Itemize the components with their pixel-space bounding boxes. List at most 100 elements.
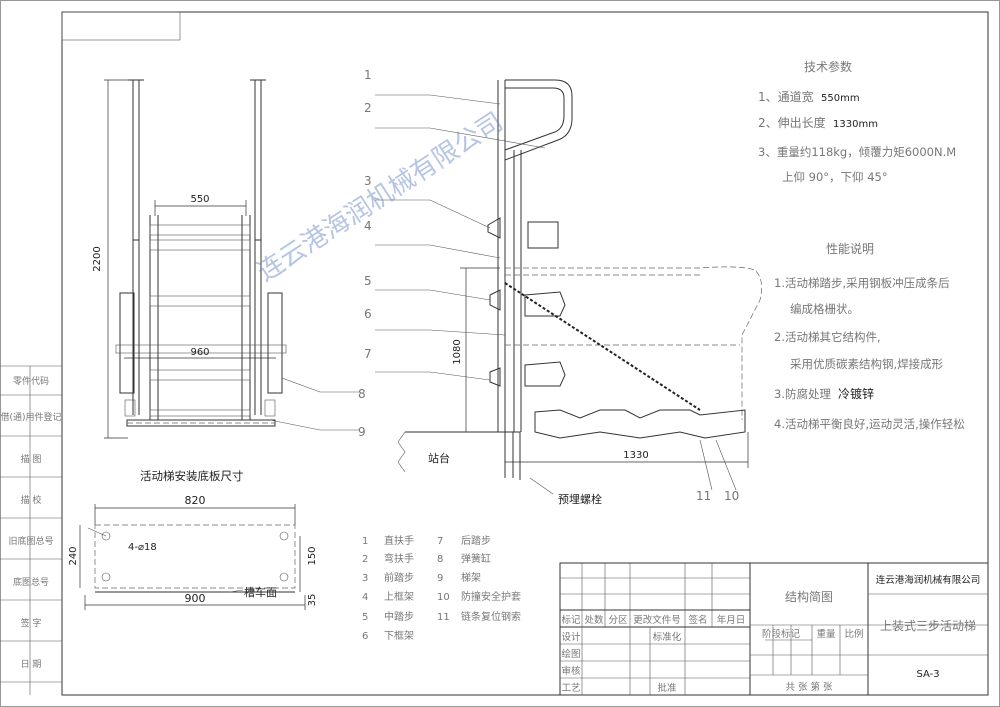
callout-5: 5: [364, 274, 372, 288]
tb-approve: 批准: [657, 682, 677, 694]
tb-sheet-label: 共 张 第 张: [785, 681, 833, 693]
tb-standardization: 标准化: [653, 631, 682, 643]
part-no-11: 11: [437, 612, 450, 623]
tb-company: 连云港海润机械有限公司: [876, 574, 981, 586]
callout-7: 7: [364, 347, 372, 361]
base-plate-top-dim: 820: [185, 494, 206, 507]
side-reach-dim: 1330: [623, 450, 648, 461]
part-no-6: 6: [362, 631, 368, 642]
performance-2b: 采用优质碳素结构钢,焊接成形: [790, 357, 944, 371]
part-no-10: 10: [437, 592, 450, 603]
part-no-8: 8: [437, 554, 443, 565]
performance-4: 4.活动梯平衡良好,运动灵活,操作轻松: [774, 417, 965, 431]
part-name-3: 前踏步: [384, 571, 414, 584]
tb-header-count: 处数: [584, 614, 604, 626]
company-watermark: 连云港海润机械有限公司: [252, 107, 508, 288]
part-name-11: 链条复位钢索: [461, 610, 521, 623]
tb-row-process: 工艺: [561, 683, 580, 694]
tb-stage-label: 阶段标记: [762, 628, 801, 640]
part-name-5: 中踏步: [384, 610, 414, 623]
performance-3-value: 冷镀锌: [838, 387, 874, 401]
front-view: 2200 550 960: [92, 79, 360, 439]
callout-6: 6: [364, 307, 372, 321]
callout-9: 9: [358, 425, 366, 439]
side-label-trace-check: 描 校: [21, 494, 42, 506]
side-label-old-base-no: 旧底图总号: [8, 535, 53, 547]
tech-param-1-value: 550mm: [821, 93, 860, 104]
side-label-date: 日 期: [21, 659, 42, 670]
tb-row-design: 设计: [561, 631, 581, 643]
part-no-3: 3: [362, 573, 368, 584]
performance-3-label: 3.防腐处理: [774, 387, 831, 401]
part-name-2: 弯扶手: [384, 552, 414, 565]
front-height-dim: 2200: [92, 246, 103, 271]
tech-param-2-value: 1330mm: [833, 119, 878, 130]
callout-10: 10: [724, 489, 739, 503]
part-no-1: 1: [362, 536, 368, 547]
tech-param-2-label: 2、伸出长度: [758, 115, 826, 130]
callout-4: 4: [364, 219, 372, 233]
part-name-10: 防撞安全护套: [461, 590, 521, 603]
callout-1: 1: [364, 68, 372, 82]
callout-11: 11: [696, 489, 711, 503]
side-label-tracing: 描 图: [21, 453, 42, 465]
title-block: 标记 处数 分区 更改文件号 签名 年月日 设计 绘图 审核 工艺 标准化 批准…: [559, 562, 989, 696]
part-name-1: 直扶手: [384, 534, 414, 547]
tb-header-sign: 签名: [688, 614, 707, 626]
tb-header-date: 年月日: [717, 614, 746, 626]
base-plate-rail-label: 槽车面: [244, 585, 277, 599]
tb-weight-label: 重量: [816, 628, 836, 640]
performance-1a: 1.活动梯踏步,采用钢板冲压成条后: [774, 276, 950, 290]
part-no-4: 4: [362, 592, 368, 603]
tb-code: SA-3: [916, 669, 939, 680]
tech-param-4: 上仰 90°，下仰 45°: [782, 170, 888, 184]
front-base-dim: 960: [190, 347, 209, 358]
part-no-5: 5: [362, 612, 368, 623]
performance-2a: 2.活动梯其它结构件,: [774, 330, 881, 344]
callout-8: 8: [358, 387, 366, 401]
side-label-part-code: 零件代码: [13, 375, 49, 387]
side-view: 站台 预埋螺栓 1080 1330: [358, 68, 762, 506]
callout-3: 3: [364, 174, 372, 188]
base-plate-bottom-dim: 900: [185, 592, 206, 605]
part-name-9: 梯架: [461, 571, 481, 584]
side-label-signature: 签 字: [21, 617, 42, 629]
callout-2: 2: [364, 101, 372, 115]
tb-product: 上装式三步活动梯: [880, 619, 976, 633]
side-label-column: 零件代码 借(通)用件登记 描 图 描 校 旧底图总号 底图总号 签 字 日 期: [0, 365, 62, 695]
base-plate-right-dim-1: 150: [307, 546, 318, 565]
part-no-2: 2: [362, 554, 368, 565]
tb-header-zone: 分区: [608, 615, 628, 626]
tech-params-heading: 技术参数: [804, 59, 852, 74]
part-no-7: 7: [437, 536, 443, 547]
tb-drawing-type: 结构简图: [785, 589, 833, 604]
part-name-8: 弹簧缸: [461, 552, 491, 565]
tb-row-drawing: 绘图: [561, 648, 580, 660]
part-name-4: 上框架: [384, 590, 414, 603]
base-plate-left-dim: 240: [68, 546, 79, 565]
base-plate-title: 活动梯安装底板尺寸: [140, 469, 244, 483]
front-width-dim: 550: [190, 194, 209, 205]
tb-header-change-doc: 更改文件号: [633, 614, 681, 626]
part-no-9: 9: [437, 573, 443, 584]
base-plate-view: 活动梯安装底板尺寸 820 4-⌀18 240 150 35 900 槽车面: [68, 469, 318, 610]
tech-param-3: 3、重量约118kg，倾覆力矩6000N.M: [758, 145, 956, 159]
tech-param-1-label: 1、通道宽: [758, 89, 814, 104]
performance-1b: 编成格栅状。: [790, 302, 859, 316]
side-label-base-no: 底图总号: [13, 576, 49, 588]
side-height-dim: 1080: [452, 339, 463, 364]
bolt-label: 预埋螺栓: [558, 492, 602, 506]
side-label-borrowed-parts: 借(通)用件登记: [0, 411, 61, 423]
performance-heading: 性能说明: [826, 241, 874, 256]
part-name-7: 后踏步: [461, 534, 491, 547]
part-name-6: 下框架: [384, 629, 414, 642]
base-plate-right-dim-2: 35: [307, 594, 318, 607]
tb-row-review: 审核: [561, 665, 581, 677]
tb-header-mark: 标记: [561, 614, 581, 626]
parts-list: 1 直扶手 2 弯扶手 3 前踏步 4 上框架 5 中踏步 6 下框架 7 后踏…: [362, 534, 521, 642]
performance-notes: 性能说明 1.活动梯踏步,采用钢板冲压成条后 编成格栅状。 2.活动梯其它结构件…: [774, 241, 965, 431]
platform-label: 站台: [428, 451, 450, 465]
tech-params: 技术参数 1、通道宽 550mm 2、伸出长度 1330mm 3、重量约118k…: [758, 59, 956, 184]
